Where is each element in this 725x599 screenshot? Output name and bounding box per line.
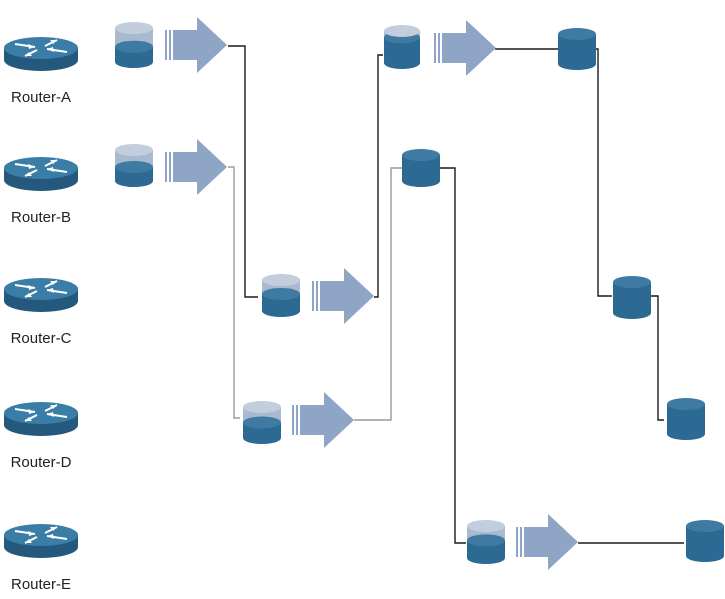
routers: Router-A Router-B Router-C [4, 37, 78, 593]
queues [115, 22, 724, 564]
router-c[interactable]: Router-C [4, 278, 78, 347]
arrow-icon [165, 139, 227, 195]
router-d[interactable]: Router-D [4, 402, 78, 471]
queue-cylinder [467, 520, 505, 564]
path-line-5 [228, 166, 240, 419]
router-label: Router-E [11, 576, 71, 593]
path-line-7 [440, 167, 466, 544]
arrow-icon [434, 20, 496, 76]
router-icon [4, 37, 78, 71]
router-a[interactable]: Router-A [4, 37, 78, 106]
router-icon [4, 157, 78, 191]
queue-cylinder [667, 398, 705, 440]
arrow-icon [516, 514, 578, 570]
router-label: Router-C [11, 330, 72, 347]
router-icon [4, 402, 78, 436]
router-label: Router-D [11, 454, 72, 471]
connector-lines [228, 45, 684, 544]
arrow-icon [312, 268, 374, 324]
router-label: Router-A [11, 89, 71, 106]
queue-cylinder [686, 520, 724, 562]
forward-arrows [165, 17, 578, 570]
queue-cylinder [384, 25, 420, 69]
arrow-icon [165, 17, 227, 73]
path-line-2 [374, 54, 383, 298]
router-label: Router-B [11, 209, 71, 226]
router-e[interactable]: Router-E [4, 524, 78, 593]
queue-cylinder [115, 144, 153, 187]
path-line-6 [354, 167, 402, 421]
queue-cylinder [243, 401, 281, 444]
path-line-3 [495, 48, 612, 297]
queue-cylinder [402, 149, 440, 187]
queue-cylinder [613, 276, 651, 319]
path-line-1 [228, 45, 258, 298]
queue-cylinder [115, 22, 153, 68]
router-b[interactable]: Router-B [4, 157, 78, 226]
queue-cylinder [558, 28, 596, 70]
path-line-4 [651, 295, 664, 421]
router-icon [4, 278, 78, 312]
router-icon [4, 524, 78, 558]
queue-cylinder [262, 274, 300, 317]
arrow-icon [292, 392, 354, 448]
